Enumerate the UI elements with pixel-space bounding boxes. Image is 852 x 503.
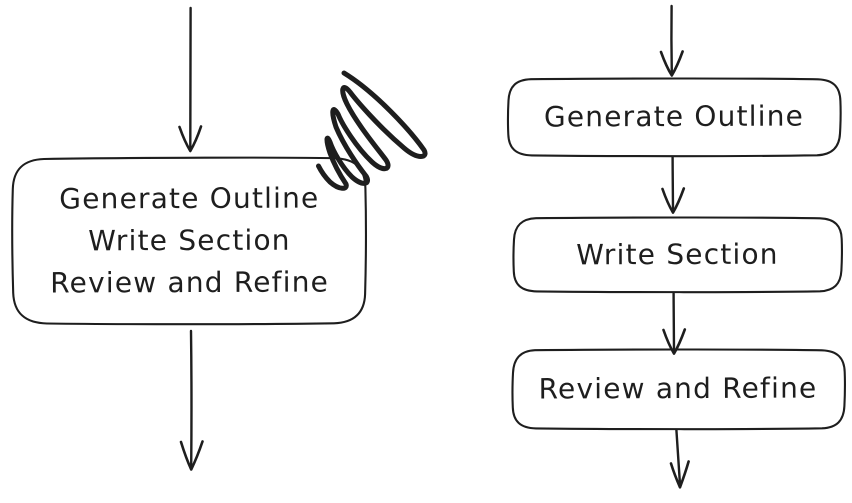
arrow-head-icon <box>661 187 686 214</box>
combined-steps-box <box>11 156 367 326</box>
arrow-head-icon <box>669 460 690 489</box>
arrow-shaft <box>675 428 682 486</box>
right-flow-group <box>506 4 847 489</box>
step-label-review-refine: Review and Refine <box>512 348 844 429</box>
step-label-text: Review and Refine <box>538 371 818 406</box>
left-flow-group <box>11 6 428 471</box>
left-incoming-arrow <box>178 6 203 153</box>
step-label-text: Write Section <box>576 237 779 271</box>
right-incoming-arrow <box>659 4 684 77</box>
left-outgoing-arrow <box>179 329 204 471</box>
step-box-review-refine <box>511 348 847 431</box>
step-label-generate-outline: Generate Outline <box>508 77 840 156</box>
step-box-write-section <box>512 216 844 294</box>
combined-step-line-2: Write Section <box>88 223 291 257</box>
right-outgoing-arrow <box>669 428 690 489</box>
arrow-head-icon <box>662 328 687 355</box>
step-label-text: Generate Outline <box>543 99 805 134</box>
combined-step-line-3: Review and Refine <box>50 265 330 299</box>
combined-steps-label: Generate Outline Write Section Review an… <box>13 156 367 324</box>
step-box-generate-outline <box>506 77 842 158</box>
arrow-head-icon <box>659 50 684 77</box>
arrow-head-icon <box>179 440 204 471</box>
right-arrow-2-3 <box>662 292 687 355</box>
scratch-out-scribble-icon <box>316 70 428 191</box>
combined-step-line-1: Generate Outline <box>59 181 320 215</box>
arrow-head-icon <box>178 125 203 153</box>
step-label-write-section: Write Section <box>513 216 842 292</box>
right-arrow-1-2 <box>661 156 686 214</box>
